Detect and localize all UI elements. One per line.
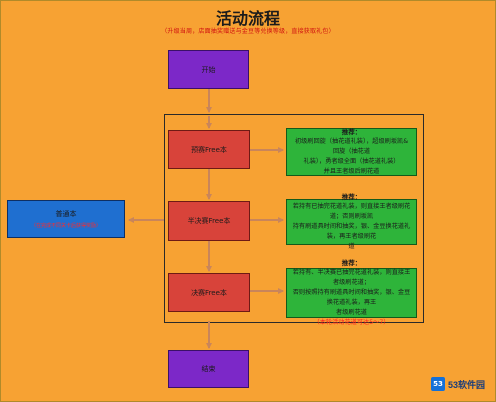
page-subtitle: （升级当周，店面抽奖赠送与金豆等兑换等级，直接获取礼包）	[161, 28, 335, 35]
round3-node: 决赛Free本	[168, 273, 250, 312]
watermark-text: 53软件园	[448, 379, 486, 390]
round2-label: 半决赛Free本	[187, 217, 231, 225]
rec1-line-1: 初级刷回旋（抽花道礼装），超级刷坂凯&回旋（抽花道	[294, 138, 409, 155]
rec1-heading: 推荐：	[341, 128, 362, 136]
end-label: 结束	[201, 365, 216, 373]
header: 活动流程 （升级当周，店面抽奖赠送与金豆等兑换等级，直接获取礼包）	[1, 1, 495, 35]
left-sublabel: （在完成不同关卡后获得奖励）	[30, 223, 101, 229]
watermark-icon: 53	[431, 377, 445, 391]
round2-node: 半决赛Free本	[168, 201, 250, 241]
start-node: 开始	[168, 50, 249, 89]
page-title: 活动流程	[215, 9, 280, 28]
rec3-line-2: 否则按照持有刷道具时间和抽奖，银、金豆换花道礼装，再王	[292, 289, 411, 306]
rec2-line-2: 持有刷道具时间和抽奖，银、金豆换花道礼装，再王者级刷花	[292, 223, 411, 240]
rec2-line-1: 若持有已抽完花道礼装，则直接王者级刷花道；否则刷坂凯	[292, 203, 411, 220]
end-node: 结束	[168, 350, 249, 388]
round3-label: 决赛Free本	[191, 288, 227, 297]
rec3-line-1: 若持有、半决赛已抽完花道礼装，则直接王者级刷花道；	[292, 269, 411, 286]
rec1-line-2: 礼装），勇者级全面（抽花道礼装）	[303, 158, 400, 165]
round1-label: 预赛Free本	[191, 145, 227, 154]
round1-node: 预赛Free本	[168, 130, 250, 169]
recommendation-box-2: 推荐： 若持有已抽完花道礼装，则直接王者级刷花道；否则刷坂凯 持有刷道具时间和抽…	[286, 193, 417, 250]
rec3-note: （本轮活动花道可达5～7）	[313, 319, 390, 326]
rec1-line-3: 并且王者级后刷花道	[323, 168, 380, 175]
rec3-line-3: 者级刷花道	[336, 309, 367, 316]
start-label: 开始	[201, 65, 216, 74]
left-label: 普通本	[55, 210, 77, 218]
rec2-line-3: 道	[348, 243, 355, 250]
left-node: 普通本 （在完成不同关卡后获得奖励）	[7, 200, 125, 238]
recommendation-box-3: 推荐： 若持有、半决赛已抽完花道礼装，则直接王者级刷花道； 否则按照持有刷道具时…	[286, 259, 417, 326]
rounds-panel	[164, 114, 424, 323]
watermark-logo: 53 53软件园	[431, 375, 493, 393]
rec3-heading: 推荐：	[341, 259, 362, 267]
rec2-heading: 推荐：	[341, 193, 362, 201]
recommendation-box-1: 推荐： 初级刷回旋（抽花道礼装），超级刷坂凯&回旋（抽花道 礼装），勇者级全面（…	[286, 128, 417, 176]
